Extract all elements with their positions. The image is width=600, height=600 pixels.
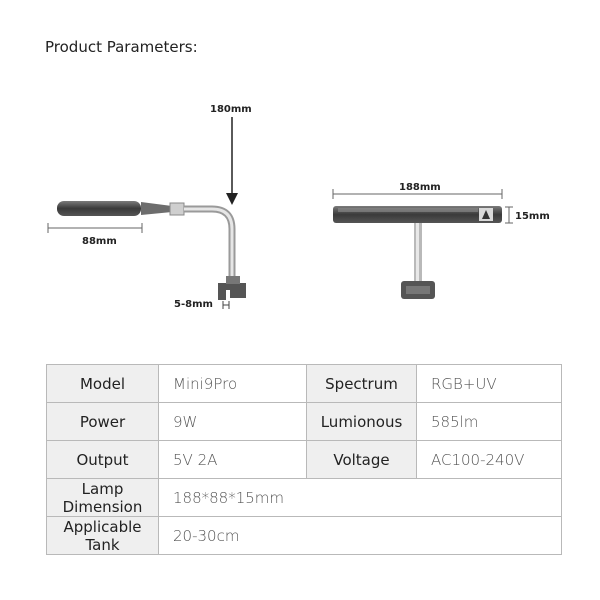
width-side-dimension: 88mm: [47, 223, 143, 247]
luminous-label: Lumionous: [306, 402, 417, 441]
height-label: 180mm: [210, 104, 252, 115]
spectrum-value: RGB+UV: [416, 364, 562, 403]
lamp-dimension-value: 188*88*15mm: [158, 478, 562, 517]
clamp-label: 5-8mm: [174, 299, 213, 310]
length-label: 188mm: [399, 182, 441, 193]
thickness-label: 15mm: [515, 211, 550, 222]
lamp-head-side: [57, 201, 141, 216]
width-side-label: 88mm: [82, 236, 117, 247]
page-heading: Product Parameters:: [45, 38, 198, 56]
power-label: Power: [46, 402, 159, 441]
table-row: Output 5V 2A Voltage AC100-240V: [46, 440, 562, 479]
height-dimension: 180mm: [210, 104, 252, 205]
clamp-side: [218, 283, 246, 300]
model-value: Mini9Pro: [158, 364, 307, 403]
table-row: Applicable Tank 20-30cm: [46, 516, 562, 555]
parameters-table: Model Mini9Pro Spectrum RGB+UV Power 9W …: [46, 364, 562, 555]
luminous-value: 585lm: [416, 402, 562, 441]
voltage-label: Voltage: [306, 440, 417, 479]
gooseneck-arm: [184, 205, 236, 276]
table-row: Power 9W Lumionous 585lm: [46, 402, 562, 441]
clamp-dimension: 5-8mm: [174, 299, 230, 310]
model-label: Model: [46, 364, 159, 403]
table-row: Model Mini9Pro Spectrum RGB+UV: [46, 364, 562, 403]
top-view-lamp: 188mm 15mm: [332, 182, 550, 299]
output-value: 5V 2A: [158, 440, 307, 479]
applicable-tank-label: Applicable Tank: [46, 516, 159, 555]
side-view-lamp: [57, 201, 246, 300]
spectrum-label: Spectrum: [306, 364, 417, 403]
power-value: 9W: [158, 402, 307, 441]
product-diagram: 180mm 88mm 5-8mm 188mm 15mm: [47, 104, 550, 310]
table-row: Lamp Dimension 188*88*15mm: [46, 478, 562, 517]
lamp-dimension-label: Lamp Dimension: [46, 478, 159, 517]
voltage-value: AC100-240V: [416, 440, 562, 479]
applicable-tank-value: 20-30cm: [158, 516, 562, 555]
output-label: Output: [46, 440, 159, 479]
